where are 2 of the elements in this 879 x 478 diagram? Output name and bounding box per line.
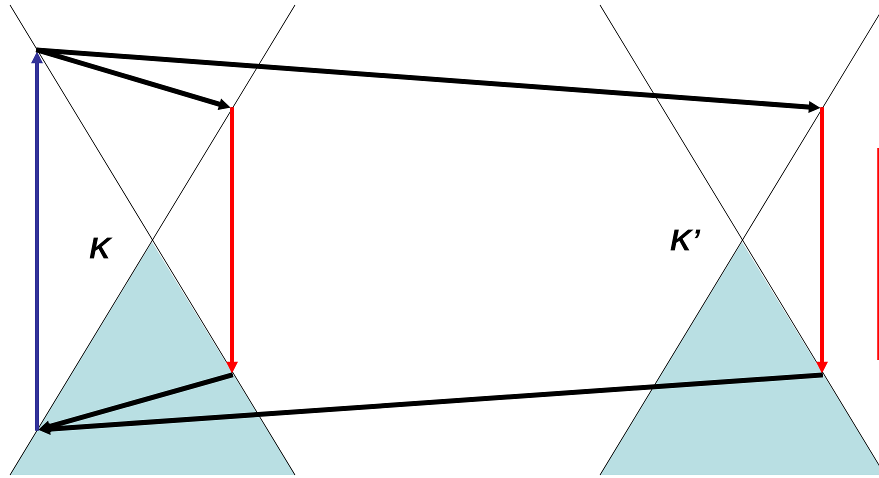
- frame-label: K’: [670, 230, 700, 250]
- frame-label: K: [90, 238, 113, 258]
